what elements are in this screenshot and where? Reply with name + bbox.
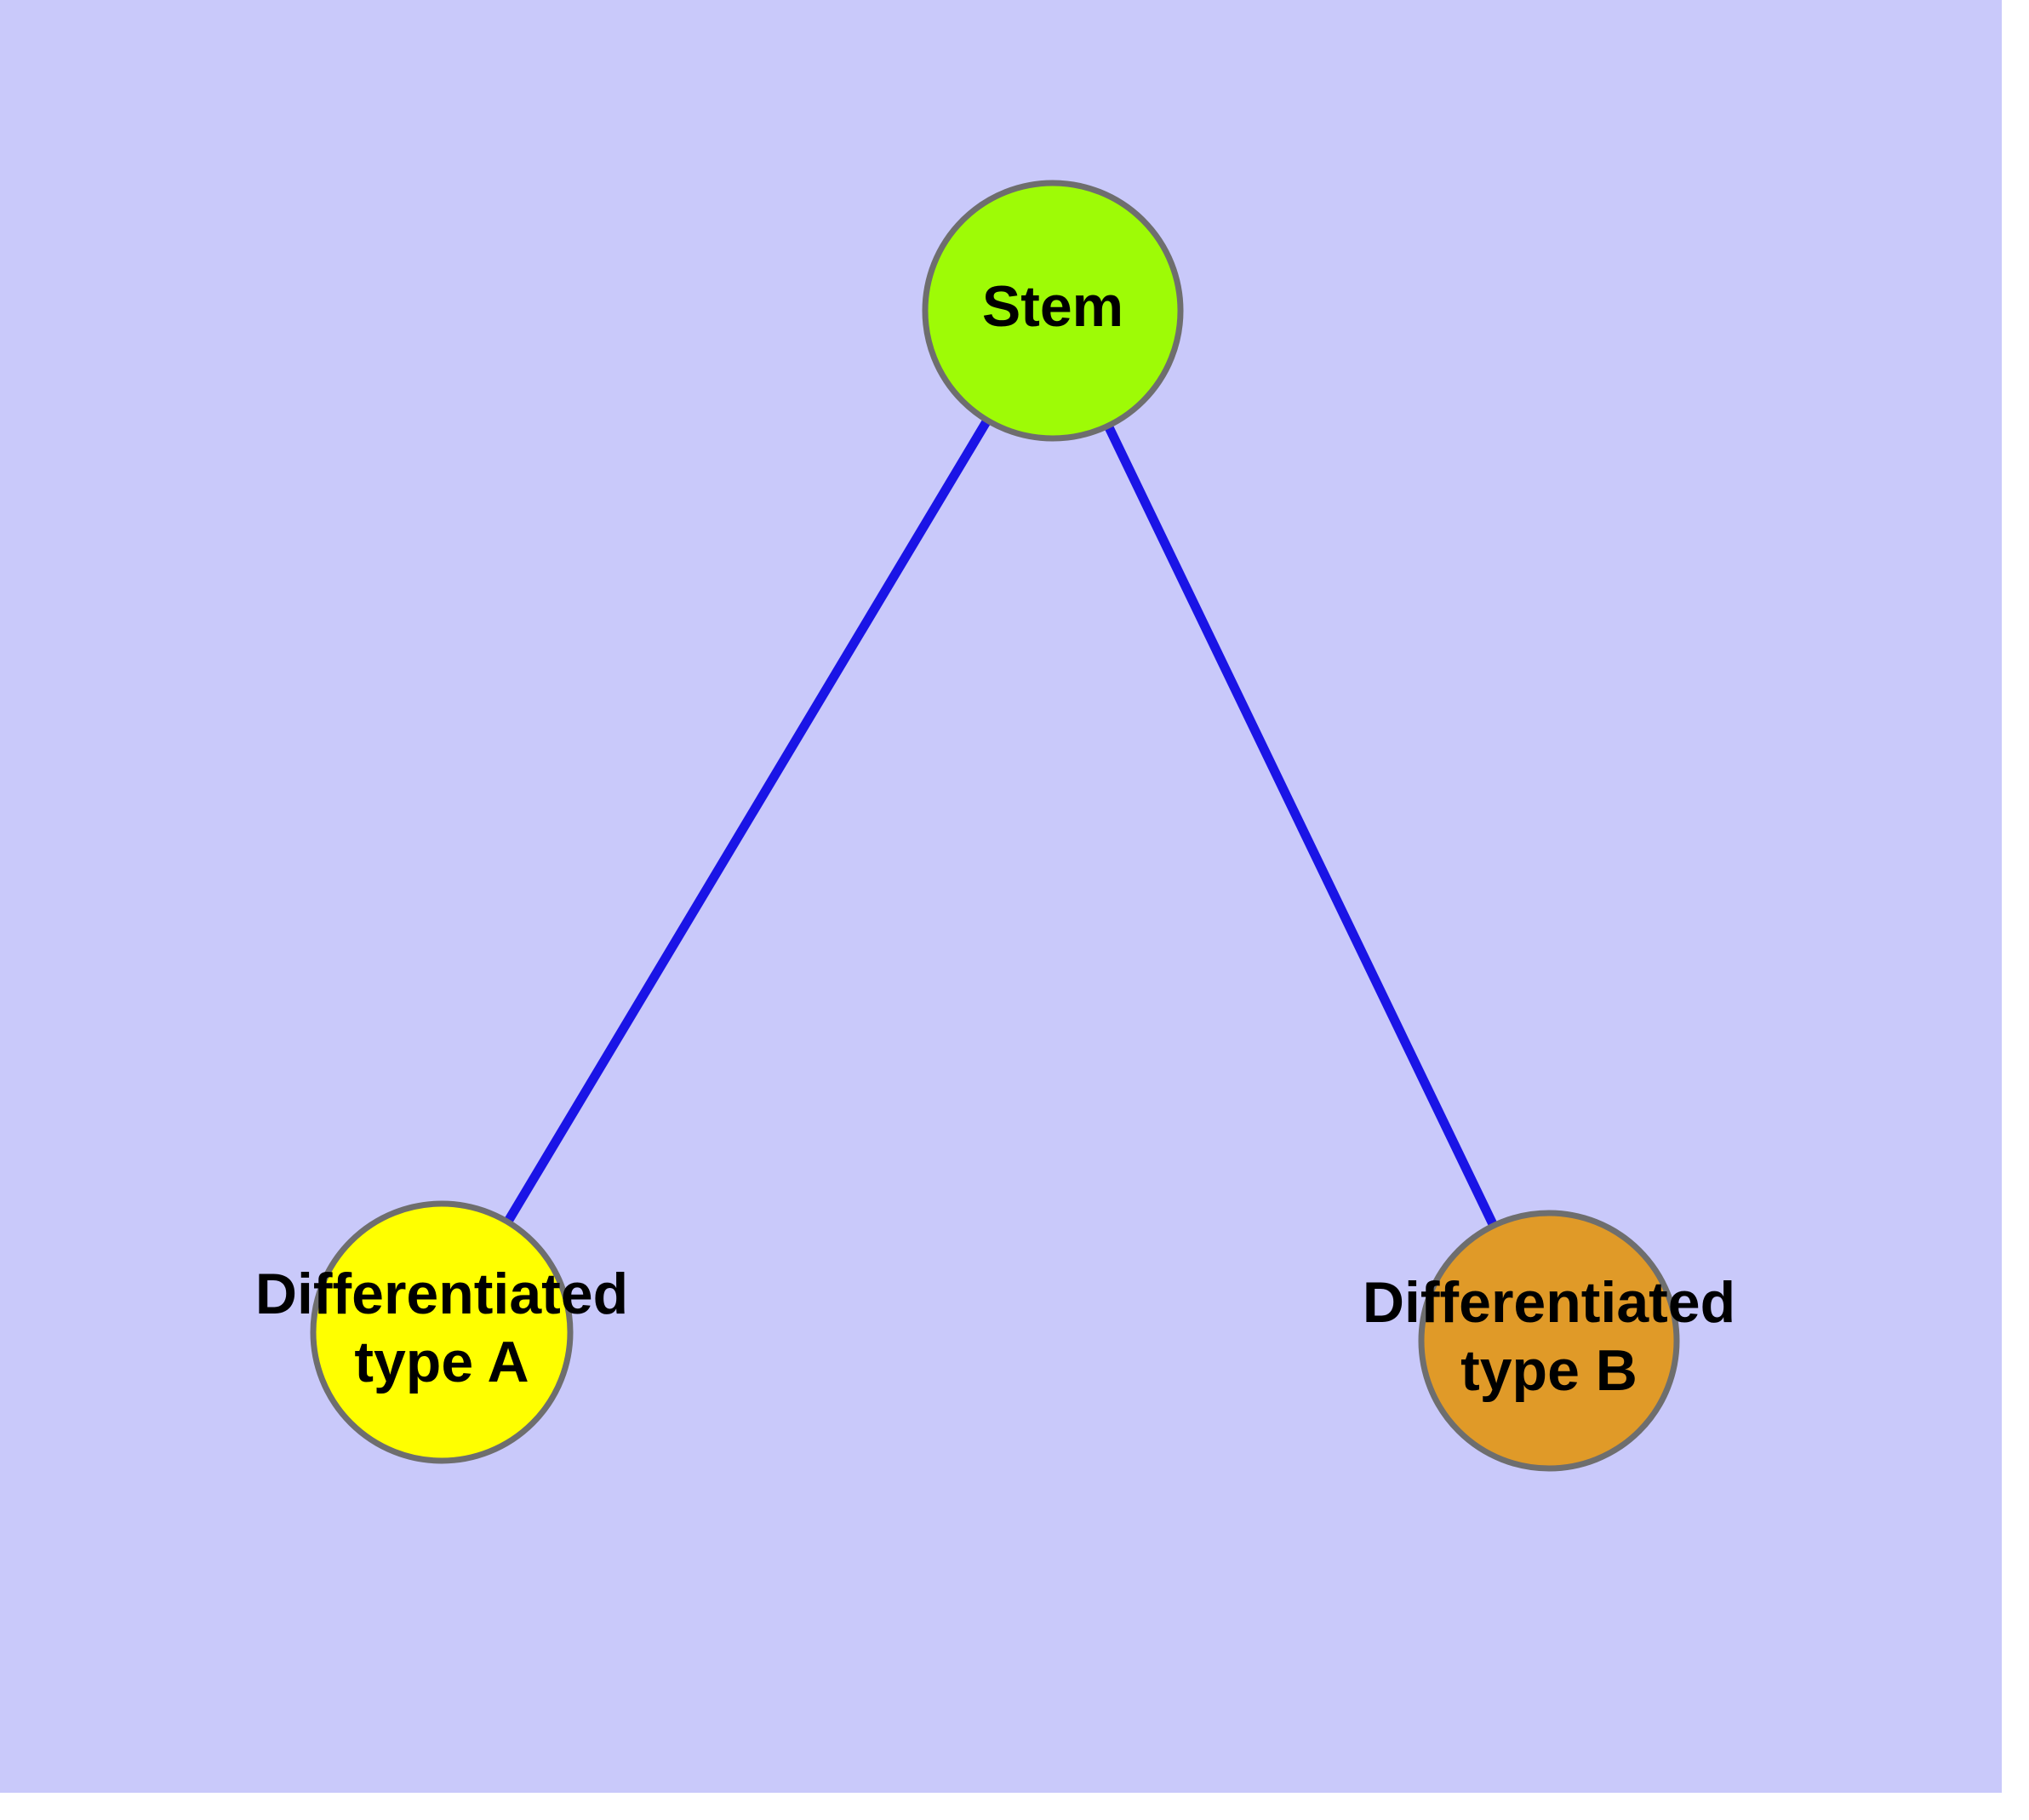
node-label-line: type B	[1460, 1338, 1637, 1403]
node-label-line: type A	[354, 1330, 529, 1394]
node-stem[interactable]	[922, 180, 1184, 442]
node-label-stem: Stem	[982, 274, 1123, 339]
edge-stem-diff-b[interactable]	[1049, 308, 1553, 1343]
node-label-line: Differentiated	[255, 1262, 628, 1326]
node-diff_a[interactable]	[310, 1200, 574, 1464]
node-label-line: Differentiated	[1363, 1270, 1735, 1335]
nodes-layer	[310, 180, 1680, 1472]
edge-stem-diff-a[interactable]	[437, 308, 1057, 1335]
node-label-line: Stem	[982, 274, 1123, 339]
node-diff_b[interactable]	[1418, 1210, 1680, 1472]
edges-layer	[437, 308, 1553, 1343]
